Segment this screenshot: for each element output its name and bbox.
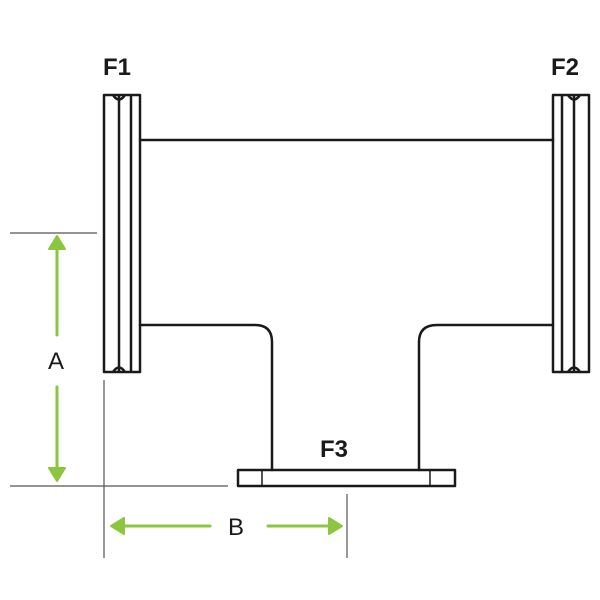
flange-f1-label: F1 (103, 54, 132, 81)
extension-lines (10, 232, 348, 558)
flange-f3 (236, 468, 457, 488)
dimension-b-label: B (228, 514, 245, 541)
flange-f2 (551, 93, 591, 374)
tee-body-outline (138, 138, 555, 472)
dimension-a-label: A (48, 348, 65, 375)
flange-f3-label: F3 (320, 436, 349, 463)
dimension-b-arrow (110, 517, 343, 535)
flange-f1 (102, 93, 142, 374)
dimension-a-arrow (48, 235, 66, 482)
flange-f2-label: F2 (551, 54, 580, 81)
